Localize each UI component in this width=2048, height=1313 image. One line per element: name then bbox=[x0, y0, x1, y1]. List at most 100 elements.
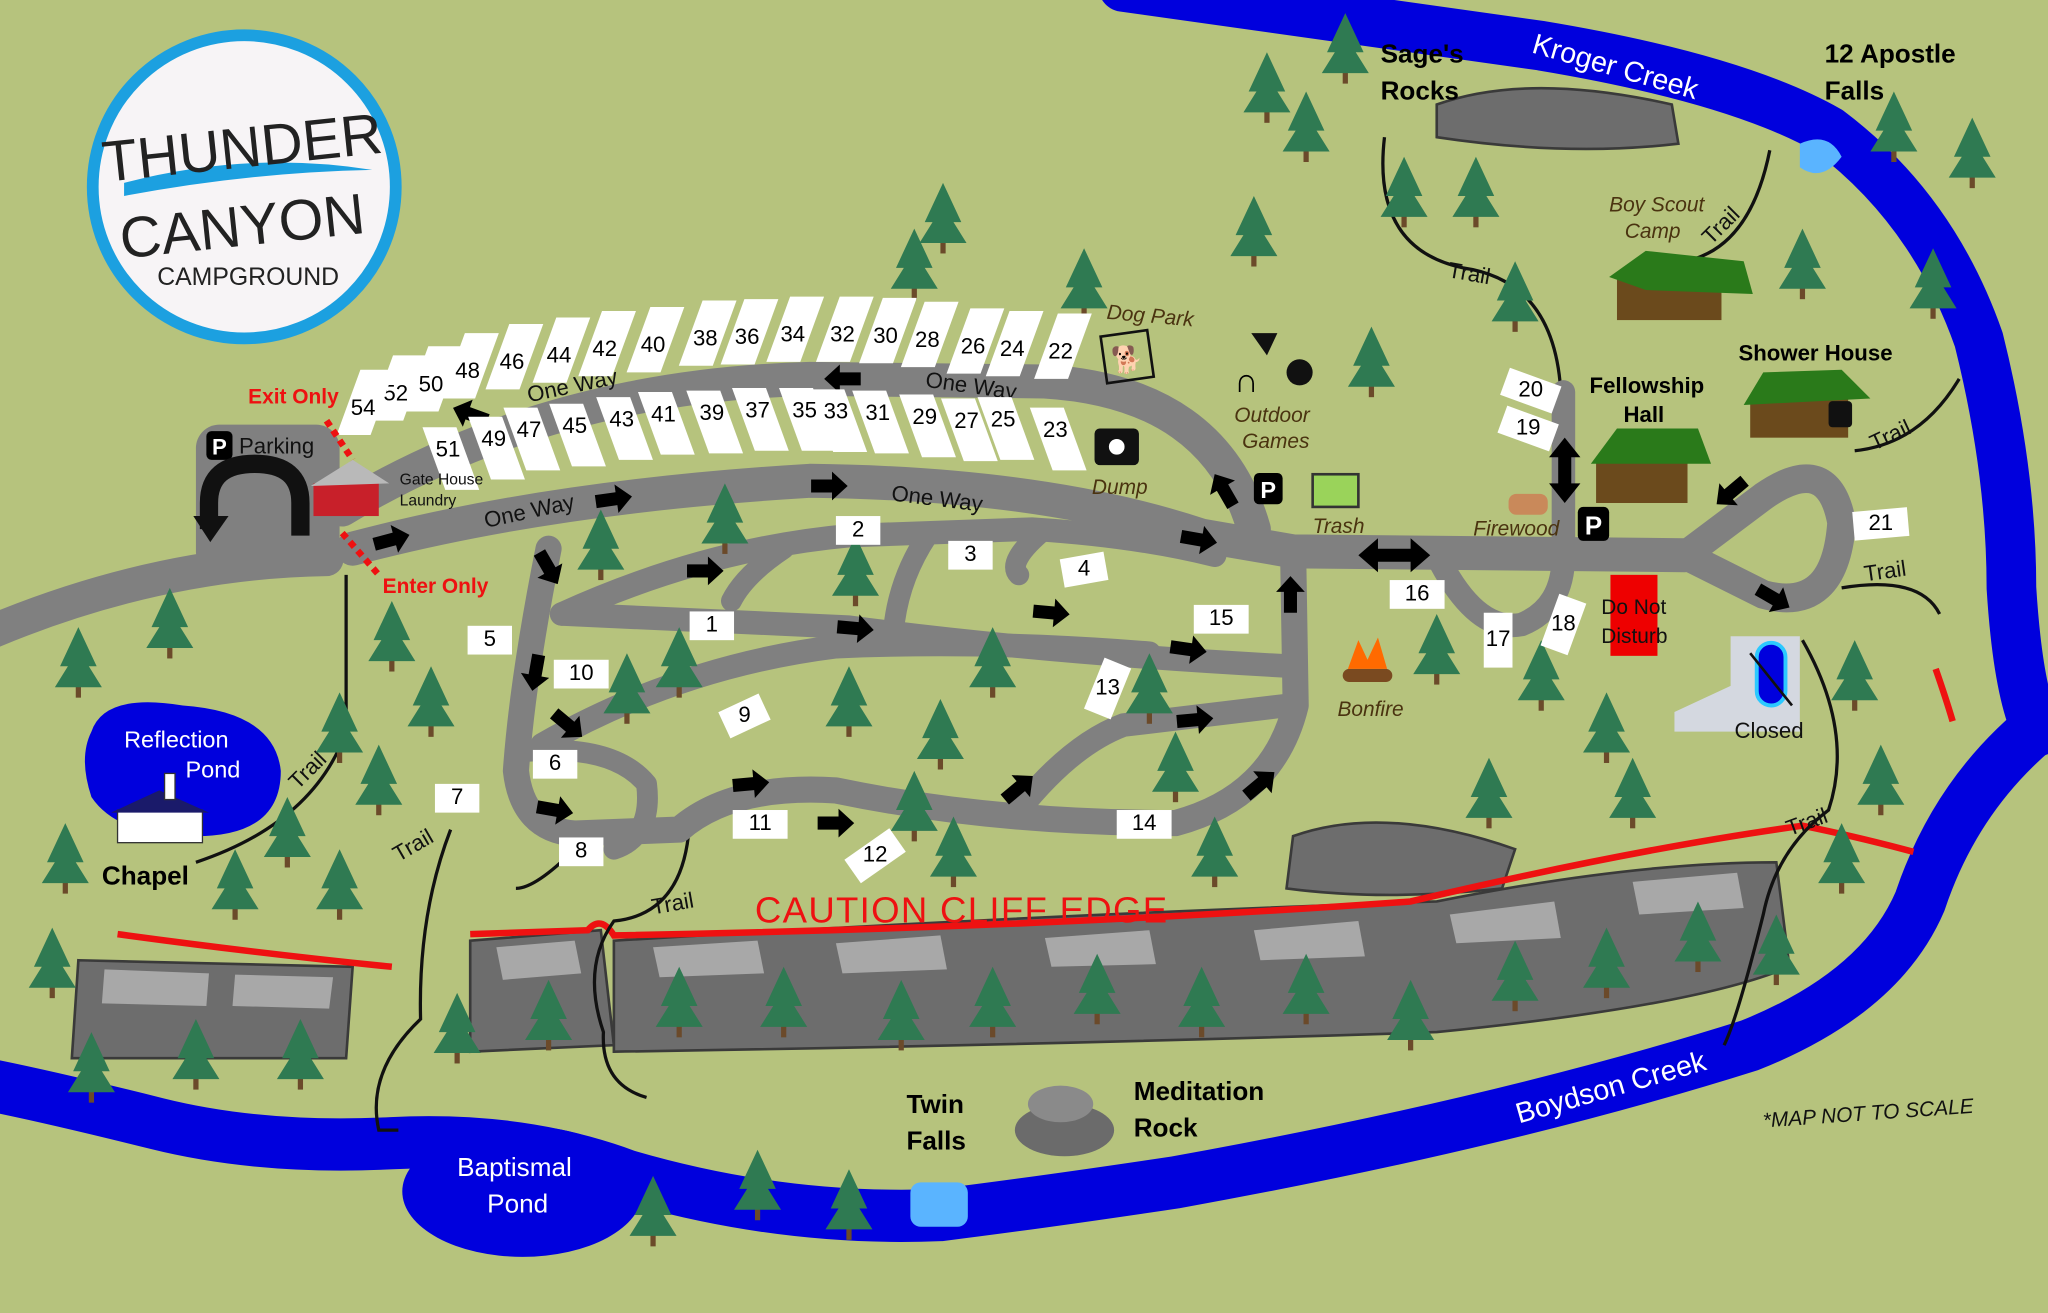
campsite-8[interactable]: 8 bbox=[559, 837, 604, 867]
campsite-35[interactable]: 35 bbox=[779, 388, 836, 451]
campsite-18[interactable]: 18 bbox=[1540, 593, 1587, 656]
pine-tree-icon bbox=[525, 979, 573, 1051]
campsite-28[interactable]: 28 bbox=[900, 301, 959, 368]
campsite-pad bbox=[689, 611, 735, 641]
pine-tree-icon bbox=[1060, 248, 1108, 319]
campsite-39[interactable]: 39 bbox=[686, 390, 744, 454]
campsite-16[interactable]: 16 bbox=[1389, 580, 1445, 609]
arrow-icon bbox=[594, 484, 632, 513]
campsite-number: 7 bbox=[451, 784, 463, 809]
campsite-number: 46 bbox=[500, 349, 525, 374]
enter-only-label: Enter Only bbox=[383, 575, 489, 598]
pine-tree-icon bbox=[1282, 953, 1330, 1025]
campsite-32[interactable]: 32 bbox=[815, 296, 874, 362]
baptismal-pond bbox=[402, 1126, 643, 1257]
campsite-42[interactable]: 42 bbox=[578, 310, 636, 377]
campsite-21[interactable]: 21 bbox=[1852, 507, 1910, 541]
campsite-pad bbox=[720, 299, 779, 365]
caution-cliff-edge-label: CAUTION CLIFF EDGE bbox=[755, 889, 1168, 930]
campsite-3[interactable]: 3 bbox=[948, 540, 993, 570]
campsite-17[interactable]: 17 bbox=[1483, 612, 1513, 668]
campsite-22[interactable]: 22 bbox=[1034, 313, 1092, 379]
campsite-number: 32 bbox=[830, 322, 855, 347]
pine-tree-icon bbox=[1243, 52, 1291, 123]
campsite-12[interactable]: 12 bbox=[844, 828, 906, 884]
pine-tree-icon bbox=[368, 600, 416, 672]
campsite-47[interactable]: 47 bbox=[503, 407, 561, 471]
campsite-pad bbox=[532, 749, 578, 779]
pine-tree-icon bbox=[41, 823, 89, 894]
campsite-pad bbox=[1852, 507, 1910, 541]
campsite-10[interactable]: 10 bbox=[553, 659, 609, 689]
campsite-38[interactable]: 38 bbox=[678, 300, 737, 366]
campsite-pad bbox=[779, 388, 836, 451]
pine-tree-icon bbox=[1752, 914, 1800, 986]
pine-tree-icon bbox=[655, 966, 703, 1038]
campsite-number: 13 bbox=[1095, 674, 1120, 699]
campsite-1[interactable]: 1 bbox=[689, 611, 735, 641]
campsite-49[interactable]: 49 bbox=[468, 416, 525, 480]
campsite-14[interactable]: 14 bbox=[1116, 810, 1172, 839]
pine-tree-icon bbox=[1413, 614, 1461, 685]
campsite-46[interactable]: 46 bbox=[485, 324, 544, 390]
campsite-number: 43 bbox=[609, 407, 634, 432]
arrow-icon bbox=[1716, 475, 1749, 506]
u-turn-icon bbox=[199, 454, 310, 536]
campsite-37[interactable]: 37 bbox=[732, 388, 789, 451]
campsite-41[interactable]: 41 bbox=[637, 391, 695, 455]
campsite-7[interactable]: 7 bbox=[434, 783, 480, 813]
campsite-number: 9 bbox=[738, 702, 750, 727]
campsite-51[interactable]: 51 bbox=[422, 427, 480, 490]
campsite-44[interactable]: 44 bbox=[532, 317, 591, 383]
campsite-pad bbox=[1389, 580, 1445, 609]
campsite-pad bbox=[369, 355, 427, 421]
pine-tree-icon bbox=[1387, 979, 1435, 1051]
campsite-33[interactable]: 33 bbox=[810, 389, 868, 453]
campsite-54[interactable]: 54 bbox=[336, 369, 395, 436]
campsite-26[interactable]: 26 bbox=[946, 308, 1005, 374]
campsite-25[interactable]: 25 bbox=[977, 397, 1035, 460]
exit-gate-arm bbox=[323, 418, 356, 462]
campsite-45[interactable]: 45 bbox=[549, 403, 606, 467]
caution-line bbox=[117, 930, 393, 971]
campsite-27[interactable]: 27 bbox=[940, 398, 998, 462]
campsite-48[interactable]: 48 bbox=[441, 333, 499, 399]
campsite-5[interactable]: 5 bbox=[467, 625, 512, 655]
campsite-43[interactable]: 43 bbox=[596, 397, 653, 460]
campsite-2[interactable]: 2 bbox=[835, 516, 881, 545]
campsite-31[interactable]: 31 bbox=[852, 390, 909, 454]
campsite-number: 5 bbox=[484, 626, 496, 651]
campsite-30[interactable]: 30 bbox=[859, 297, 917, 364]
campsite-6[interactable]: 6 bbox=[532, 749, 578, 779]
campsite-number: 51 bbox=[436, 437, 461, 462]
caution-line bbox=[1932, 667, 1956, 723]
u-turn-arrowhead bbox=[193, 516, 229, 543]
svg-text:P: P bbox=[212, 435, 227, 460]
campsite-pad bbox=[815, 296, 874, 362]
logo: THUNDER CANYON CAMPGROUND bbox=[86, 29, 402, 345]
campsite-9[interactable]: 9 bbox=[718, 693, 771, 739]
campsite-40[interactable]: 40 bbox=[626, 307, 685, 373]
campsite-number: 40 bbox=[641, 332, 666, 357]
campsite-20[interactable]: 20 bbox=[1500, 367, 1562, 414]
campsite-number: 42 bbox=[592, 336, 617, 361]
campsite-23[interactable]: 23 bbox=[1029, 407, 1087, 471]
pine-tree-icon bbox=[877, 979, 925, 1051]
campsite-11[interactable]: 11 bbox=[732, 810, 788, 839]
campsite-13[interactable]: 13 bbox=[1083, 657, 1132, 720]
campsite-19[interactable]: 19 bbox=[1497, 405, 1559, 452]
two-way-arrows bbox=[1358, 437, 1581, 573]
campsite-number: 22 bbox=[1048, 339, 1073, 364]
campsite-50[interactable]: 50 bbox=[404, 346, 463, 412]
campsite-36[interactable]: 36 bbox=[720, 299, 779, 365]
campsite-24[interactable]: 24 bbox=[985, 310, 1044, 377]
campsite-number: 30 bbox=[873, 323, 898, 348]
campsite-15[interactable]: 15 bbox=[1193, 604, 1249, 634]
campsite-pad bbox=[948, 540, 993, 570]
campsite-34[interactable]: 34 bbox=[766, 296, 825, 362]
pine-tree-icon bbox=[1347, 326, 1395, 398]
campsite-29[interactable]: 29 bbox=[899, 394, 956, 458]
pine-tree-icon bbox=[1491, 940, 1539, 1012]
campsite-4[interactable]: 4 bbox=[1059, 551, 1109, 588]
campsite-number: 34 bbox=[780, 322, 805, 347]
